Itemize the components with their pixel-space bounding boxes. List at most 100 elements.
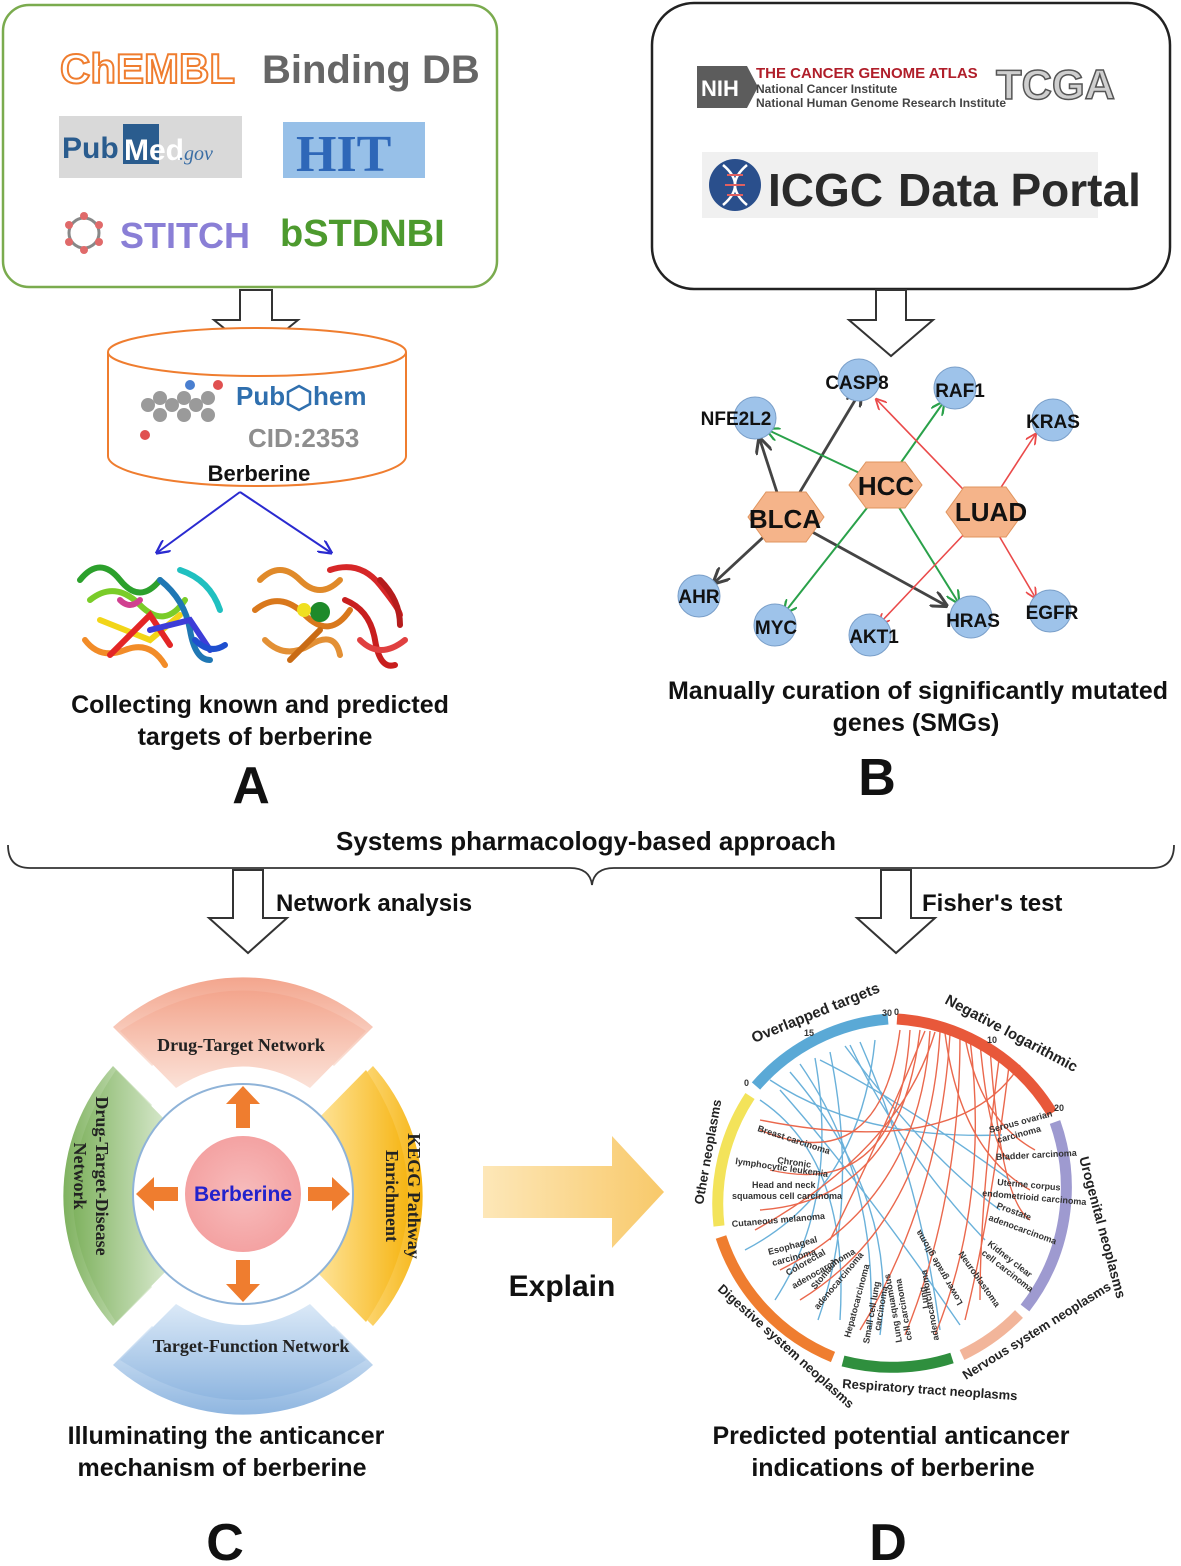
chembl-logo: ChEMBL: [60, 45, 235, 92]
panel-c: Berberine Drug-Target Network KEGG Pathw…: [63, 977, 424, 1566]
gene-node-myc: [753, 603, 797, 647]
caption-c-line1: Illuminating the anticancer: [68, 1422, 385, 1450]
gene-label-hras: HRAS: [946, 611, 1000, 632]
gene-node-kras: [1031, 398, 1075, 442]
gene-node-ahr: [677, 574, 721, 618]
cancer-cll-1: Chronic: [777, 1155, 812, 1170]
caption-c-line2: mechanism of berberine: [78, 1454, 367, 1482]
center-berberine: [185, 1136, 301, 1252]
gene-label-nfe2l2: NFE2L2: [701, 409, 772, 430]
arrow-down-icon: [226, 1260, 260, 1302]
down-arrow-icon: [206, 869, 290, 955]
compound-label: Berberine: [208, 461, 311, 486]
caption-d-line2: indications of berberine: [751, 1454, 1034, 1482]
panel-letter-a: A: [232, 757, 270, 815]
cancer-label-hcc: HCC: [858, 471, 915, 501]
gene-label-kras: KRAS: [1026, 412, 1080, 433]
explain-arrow: Explain: [483, 1136, 664, 1303]
gene-label-raf1: RAF1: [935, 381, 985, 402]
bindingdb-logo: Binding DB: [262, 48, 480, 92]
protein-structure-1: [77, 564, 228, 668]
molecule-icon: [140, 380, 223, 440]
arc-negative-logarithmic: [896, 1013, 1057, 1116]
gene-node-hras: [949, 595, 993, 639]
caption-d-line1: Predicted potential anticancer: [712, 1422, 1069, 1450]
cancer-labels: Breast carcinoma Chronic lymphocytic leu…: [731, 1108, 1088, 1344]
brace: [7, 844, 1175, 886]
cancer-node-luad: [945, 486, 1025, 538]
tick-15: 15: [804, 1028, 814, 1038]
arc-other-neoplasms: [712, 1092, 755, 1227]
arc-label-digestive: Digestive system neoplasms: [715, 1281, 857, 1411]
sector-label-left-2: Network: [70, 1143, 90, 1210]
gene-label-myc: MYC: [755, 618, 798, 639]
cancer-luad-1: Lung: [917, 1286, 931, 1309]
caption-b-line2: genes (SMGs): [833, 709, 1000, 737]
gene-label-casp8: CASP8: [825, 373, 888, 394]
panel-letter-d: D: [869, 1514, 907, 1566]
pubmed-logo: Pub Med .gov: [59, 116, 242, 178]
fishers-test-label: Fisher's test: [922, 890, 1062, 917]
arc-digestive: [715, 1235, 836, 1363]
icgc-rest: Data Portal: [898, 164, 1141, 216]
gene-label-egfr: EGFR: [1026, 603, 1079, 624]
stitch-text: STITCH: [120, 215, 250, 256]
right-arrow-icon: [483, 1136, 664, 1248]
sector-label-top: Drug-Target Network: [157, 1035, 325, 1055]
pubmed-pub: Pub: [62, 132, 119, 165]
tick-30: 30: [882, 1008, 892, 1018]
cancer-hn-1: Head and neck: [752, 1180, 817, 1190]
down-arrow-icon: [854, 869, 938, 955]
approach-title: Systems pharmacology-based approach: [336, 826, 836, 856]
tick-10: 10: [987, 1035, 997, 1045]
pubchem-database: Pub hem CID:2353 Berberine: [107, 327, 407, 487]
protein-structure-2: [252, 564, 408, 669]
cancer-node-hcc: [848, 461, 923, 509]
gene-node-egfr: [1028, 589, 1072, 633]
sector-label-right-1: KEGG Pathway: [404, 1133, 424, 1259]
icgc-logo: ICGC Data Portal: [702, 152, 1141, 218]
bstdnbi-logo: bSTDNBI: [280, 213, 445, 255]
cancer-hn-2: squamous cell carcinoma: [732, 1191, 843, 1201]
cancer-breast: Breast carcinoma: [756, 1123, 832, 1156]
panel-a: ChEMBL Binding DB Pub Med .gov HIT STITC…: [1, 3, 499, 815]
cancer-bladder: Bladder carcinoma: [996, 1148, 1078, 1162]
tcga-title: THE CANCER GENOME ATLAS: [756, 65, 978, 82]
arrow-up-icon: [226, 1086, 260, 1128]
arc-label-respiratory: Respiratory tract neoplasms: [842, 1376, 1018, 1403]
center-label: Berberine: [194, 1183, 292, 1206]
tcga-logo: TCGA: [996, 61, 1115, 108]
tcga-sub2: National Human Genome Research Institute: [756, 96, 1006, 110]
explain-label: Explain: [509, 1270, 616, 1303]
benzene-icon: [286, 384, 312, 412]
caption-a-line1: Collecting known and predicted: [71, 691, 449, 719]
arc-nervous-system: [959, 1310, 1023, 1360]
arc-overlapped-targets: [751, 1013, 889, 1090]
approach-section: Systems pharmacology-based approach Netw…: [7, 826, 1175, 955]
icgc-bold: ICGC: [768, 164, 883, 216]
hit-logo: HIT: [283, 122, 425, 183]
tick-0-right: 0: [894, 1007, 899, 1017]
hit-text: HIT: [296, 126, 391, 183]
caption-a-line2: targets of berberine: [138, 723, 373, 751]
gene-label-ahr: AHR: [678, 587, 719, 608]
pubchem-hem: hem: [313, 381, 366, 411]
sector-label-bottom: Target-Function Network: [153, 1336, 350, 1356]
panel-b: NIH THE CANCER GENOME ATLAS National Can…: [650, 1, 1172, 807]
panel-letter-c: C: [206, 1514, 244, 1566]
cid-label: CID:2353: [248, 423, 359, 453]
cancer-node-blca: [747, 491, 825, 543]
stitch-logo: STITCH: [65, 212, 250, 256]
cancer-melanoma: Cutaneous melanoma: [731, 1211, 826, 1229]
database-box: [1, 3, 499, 289]
tick-0-left: 0: [744, 1078, 749, 1088]
panel-letter-b: B: [858, 749, 896, 807]
down-arrow-icon: [846, 289, 936, 358]
panel-d: Overlapped targets Negative logarithmic …: [691, 980, 1129, 1566]
arc-label-urogenital: Urogenital neoplasms: [1076, 1155, 1129, 1301]
gene-node-akt1: [848, 613, 892, 657]
gene-label-akt1: AKT1: [849, 627, 899, 648]
nih-text: NIH: [701, 76, 739, 101]
tick-20: 20: [1054, 1103, 1064, 1113]
